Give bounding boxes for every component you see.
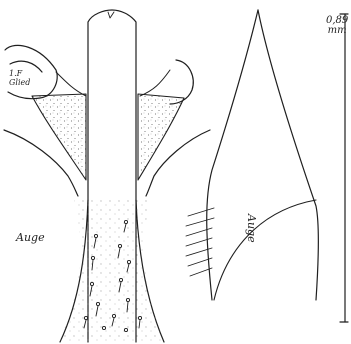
scale-bar — [340, 14, 348, 322]
scale-bar-unit: mm — [326, 26, 348, 36]
left-segment-curve — [56, 72, 86, 96]
scale-bar-label: 0,89 mm — [326, 16, 348, 36]
right-segment-curve — [140, 70, 170, 96]
label-first-segment-line2: Glied — [9, 78, 30, 87]
profile-eye-curve — [214, 200, 316, 300]
label-eye-left: Auge — [16, 232, 45, 243]
label-first-segment-line1: 1.F — [9, 69, 30, 78]
label-eye-right: Auge — [246, 214, 257, 243]
label-first-segment: 1.F Glied — [9, 69, 30, 87]
profile-inner-edge — [258, 10, 318, 300]
lower-body-fill — [58, 200, 166, 342]
left-stippled-plate — [32, 94, 86, 180]
profile-hatching — [186, 208, 214, 276]
